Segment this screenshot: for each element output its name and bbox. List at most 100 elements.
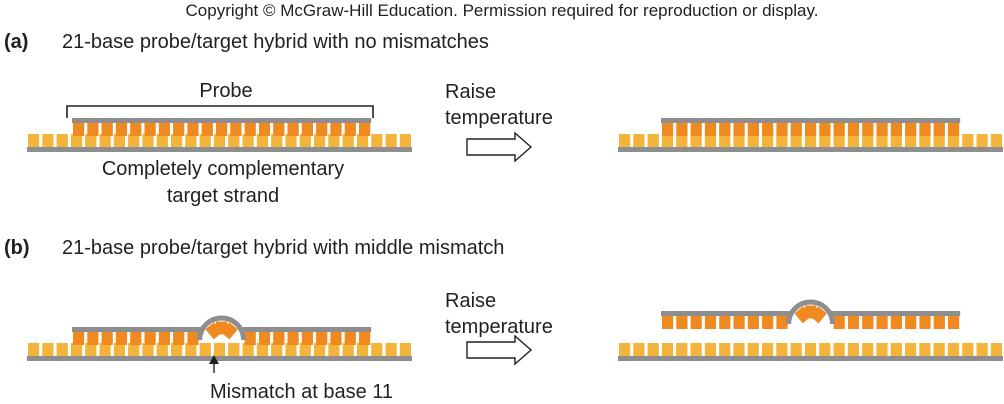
target-base (790, 134, 802, 147)
probe-base (876, 316, 888, 329)
probe-base (101, 332, 113, 345)
target-base (342, 134, 354, 147)
target-base (285, 343, 297, 356)
target-base (747, 343, 759, 356)
target-base (905, 134, 917, 147)
target-base (271, 134, 283, 147)
panel-a-label: (a) (4, 31, 28, 53)
probe-base (330, 123, 342, 136)
target-base (185, 343, 197, 356)
target-base (733, 343, 745, 356)
target-base (156, 134, 168, 147)
probe-base (862, 316, 874, 329)
target-base (228, 134, 240, 147)
probe-base (101, 123, 113, 136)
mismatched-probe-base (216, 321, 228, 335)
probe-base (87, 123, 99, 136)
target-base (833, 134, 845, 147)
target-base (399, 134, 411, 147)
target-base (962, 134, 974, 147)
target-base (890, 134, 902, 147)
target-base (762, 343, 774, 356)
probe-base (73, 332, 85, 345)
target-base (776, 343, 788, 356)
probe-base (747, 316, 759, 329)
probe-base (173, 332, 185, 345)
target-base (228, 343, 240, 356)
panel-b-title: 21-base probe/target hybrid with middle … (62, 237, 504, 259)
target-base (704, 134, 716, 147)
panel-b-label: (b) (4, 237, 30, 259)
mismatched-probe-base (205, 322, 223, 340)
target-base (862, 343, 874, 356)
probe-base (287, 123, 299, 136)
target-base (919, 134, 931, 147)
target-base (385, 134, 397, 147)
probe-backbone (830, 311, 961, 316)
target-base (128, 343, 140, 356)
copyright-notice: Copyright © McGraw-Hill Education. Permi… (186, 1, 819, 20)
target-base (256, 343, 268, 356)
target-base (619, 343, 631, 356)
probe-base (747, 123, 759, 136)
mismatched-probe-base (809, 306, 827, 324)
target-base (328, 343, 340, 356)
target-base (919, 343, 931, 356)
probe-base (344, 123, 356, 136)
probe-loop-backbone (786, 299, 836, 325)
probe-base (359, 332, 371, 345)
target-base (690, 343, 702, 356)
probe-base (130, 332, 142, 345)
mismatched-probe-base (794, 306, 812, 324)
target-base (28, 343, 40, 356)
arrow-a-label-line2: temperature (445, 107, 553, 129)
probe-base (73, 123, 85, 136)
target-base (399, 343, 411, 356)
target-base (299, 134, 311, 147)
probe-base (776, 316, 788, 329)
probe-base (273, 123, 285, 136)
probe-backbone (661, 311, 791, 316)
target-base (56, 134, 68, 147)
target-base (56, 343, 68, 356)
probe-base (301, 123, 313, 136)
target-base (876, 134, 888, 147)
target-base (328, 134, 340, 147)
target-base (676, 343, 688, 356)
target-base (819, 343, 831, 356)
probe-base (662, 123, 674, 136)
target-base (990, 134, 1002, 147)
target-base (314, 134, 326, 147)
probe-base (733, 123, 745, 136)
probe-base (244, 123, 256, 136)
target-base (99, 343, 111, 356)
probe-base (201, 123, 213, 136)
target-base (342, 343, 354, 356)
target-backbone (27, 356, 412, 361)
target-base (213, 134, 226, 147)
probe-base (719, 123, 731, 136)
target-base (719, 134, 731, 147)
probe-base (130, 123, 142, 136)
target-base (804, 134, 817, 147)
probe-base (933, 123, 945, 136)
probe-base (690, 316, 702, 329)
target-base (862, 134, 874, 147)
target-base (199, 134, 211, 147)
target-base (371, 343, 383, 356)
panel-a-title: 21-base probe/target hybrid with no mism… (62, 31, 489, 53)
target-base (28, 134, 40, 147)
panel-b-hybrid-after (618, 299, 1003, 361)
target-base (42, 343, 54, 356)
target-label-line1: Completely complementary (102, 158, 344, 180)
target-base (819, 134, 831, 147)
probe-base (258, 123, 271, 136)
panel-b-hybrid-before (27, 315, 412, 361)
target-base (271, 343, 283, 356)
target-base (171, 343, 183, 356)
target-base (156, 343, 168, 356)
target-base (242, 134, 254, 147)
arrow-a-label-line1: Raise (445, 81, 496, 103)
probe-label: Probe (199, 80, 252, 102)
arrow-b-label-line1: Raise (445, 290, 496, 312)
